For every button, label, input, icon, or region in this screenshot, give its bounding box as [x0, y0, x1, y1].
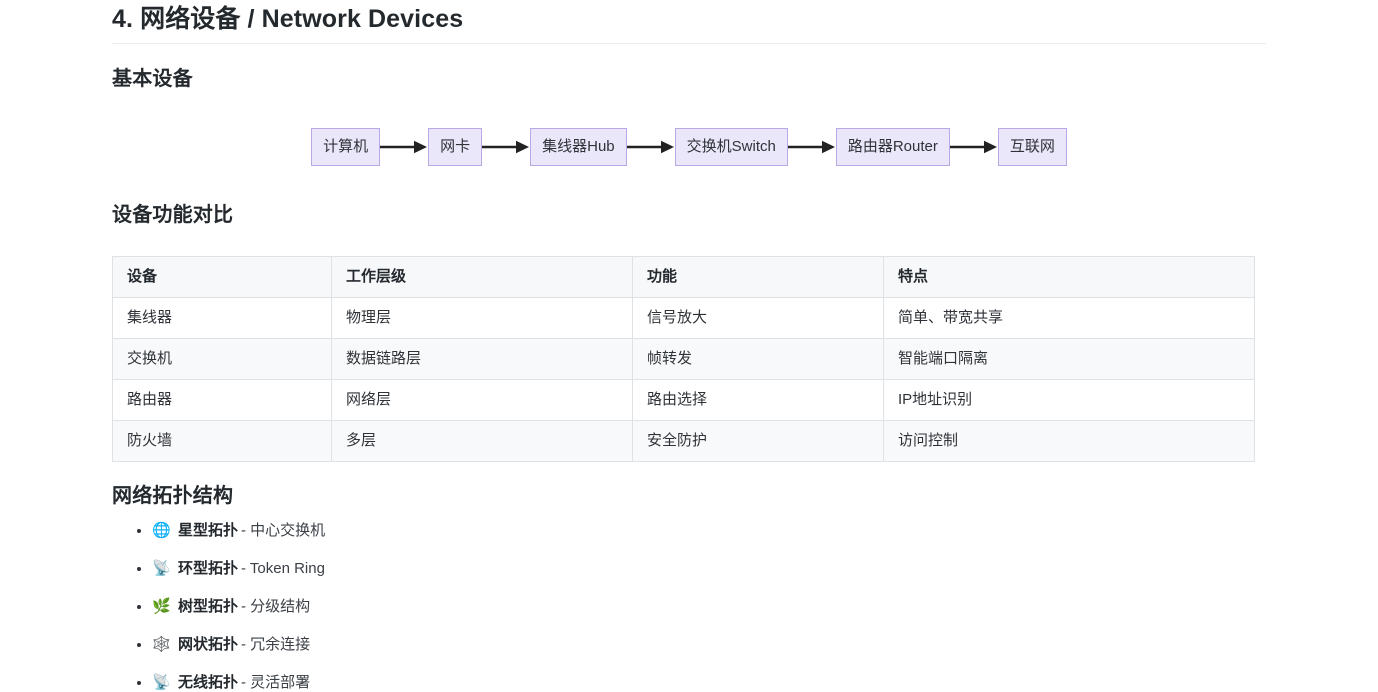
flow-node: 网卡: [428, 128, 483, 166]
table-cell: 路由器: [112, 379, 332, 421]
table-cell: 智能端口隔离: [883, 338, 1255, 380]
table-row: 防火墙多层安全防护访问控制: [112, 420, 1255, 462]
device-comparison-table: 设备工作层级功能特点 集线器物理层信号放大简单、带宽共享交换机数据链路层帧转发智…: [112, 256, 1255, 462]
flow-node: 集线器Hub: [530, 128, 627, 166]
satellite-antenna-icon: 📡: [152, 560, 171, 577]
list-item: 📡 无线拓扑 - 灵活部署: [152, 673, 1266, 692]
flow-arrow-icon: [482, 140, 530, 154]
topology-name: 星型拓扑: [178, 521, 239, 539]
table-cell: 防火墙: [112, 420, 332, 462]
table-column-header: 特点: [883, 256, 1255, 298]
section-heading-topology: 网络拓扑结构: [112, 485, 234, 507]
topology-name: 树型拓扑: [178, 597, 239, 615]
topology-description: - 冗余连接: [241, 635, 311, 653]
topology-description: - 分级结构: [241, 597, 311, 615]
table-cell: 数据链路层: [331, 338, 633, 380]
table-cell: 网络层: [331, 379, 633, 421]
table-cell: 安全防护: [632, 420, 884, 462]
table-cell: 交换机: [112, 338, 332, 380]
satellite-antenna-icon: 📡: [152, 674, 171, 691]
table-cell: 信号放大: [632, 297, 884, 339]
topology-entry: 📡 无线拓扑 - 灵活部署: [152, 673, 310, 692]
table-row: 集线器物理层信号放大简单、带宽共享: [112, 297, 1255, 339]
topology-description: - 灵活部署: [241, 673, 311, 691]
page-title: 4. 网络设备 / Network Devices: [112, 0, 1266, 44]
globe-icon: 🌐: [152, 522, 171, 539]
flow-node-list: 计算机 网卡 集线器Hub 交换机Switch 路由器Router 互联网: [311, 128, 1067, 166]
list-item: 📡 环型拓扑 - Token Ring: [152, 559, 1266, 578]
table-cell: 路由选择: [632, 379, 884, 421]
device-flow-diagram: 计算机 网卡 集线器Hub 交换机Switch 路由器Router 互联网: [112, 113, 1266, 181]
list-item: 🌐 星型拓扑 - 中心交换机: [152, 521, 1266, 540]
topology-description: - 中心交换机: [241, 521, 326, 539]
table-column-header: 设备: [112, 256, 332, 298]
table-header-row: 设备工作层级功能特点: [112, 256, 1255, 298]
section-heading-device-comparison: 设备功能对比: [112, 204, 234, 226]
spider-web-icon: 🕸️: [152, 636, 171, 653]
table-cell: IP地址识别: [883, 379, 1255, 421]
table-row: 交换机数据链路层帧转发智能端口隔离: [112, 338, 1255, 380]
herb-icon: 🌿: [152, 598, 171, 615]
topology-name: 环型拓扑: [178, 559, 239, 577]
topology-list: 🌐 星型拓扑 - 中心交换机 📡 环型拓扑 - Token Ring 🌿 树型拓扑 - 分…: [112, 521, 1266, 692]
section-heading-basic-devices: 基本设备: [112, 68, 193, 90]
table-body: 集线器物理层信号放大简单、带宽共享交换机数据链路层帧转发智能端口隔离路由器网络层…: [112, 297, 1255, 462]
topology-name: 网状拓扑: [178, 635, 239, 653]
flow-node: 互联网: [997, 128, 1067, 166]
list-item: 🕸️ 网状拓扑 - 冗余连接: [152, 635, 1266, 654]
comparison-table-wrapper: 设备工作层级功能特点 集线器物理层信号放大简单、带宽共享交换机数据链路层帧转发智…: [112, 256, 1266, 462]
flow-arrow-icon: [626, 140, 675, 154]
table-column-header: 工作层级: [331, 256, 633, 298]
topology-name: 无线拓扑: [178, 673, 239, 691]
topology-entry: 🌿 树型拓扑 - 分级结构: [152, 597, 310, 616]
table-cell: 集线器: [112, 297, 332, 339]
flow-node: 交换机Switch: [674, 128, 788, 166]
table-cell: 物理层: [331, 297, 633, 339]
table-column-header: 功能: [632, 256, 884, 298]
flow-arrow-icon: [949, 140, 998, 154]
table-cell: 多层: [331, 420, 633, 462]
flow-arrow-icon: [380, 140, 428, 154]
table-cell: 帧转发: [632, 338, 884, 380]
flow-node: 路由器Router: [835, 128, 950, 166]
table-cell: 简单、带宽共享: [883, 297, 1255, 339]
topology-entry: 🌐 星型拓扑 - 中心交换机: [152, 521, 325, 540]
topology-entry: 📡 环型拓扑 - Token Ring: [152, 559, 325, 578]
flow-arrow-icon: [787, 140, 836, 154]
table-cell: 访问控制: [883, 420, 1255, 462]
topology-entry: 🕸️ 网状拓扑 - 冗余连接: [152, 635, 310, 654]
list-item: 🌿 树型拓扑 - 分级结构: [152, 597, 1266, 616]
topology-description: - Token Ring: [241, 559, 325, 577]
flow-node: 计算机: [311, 128, 381, 166]
